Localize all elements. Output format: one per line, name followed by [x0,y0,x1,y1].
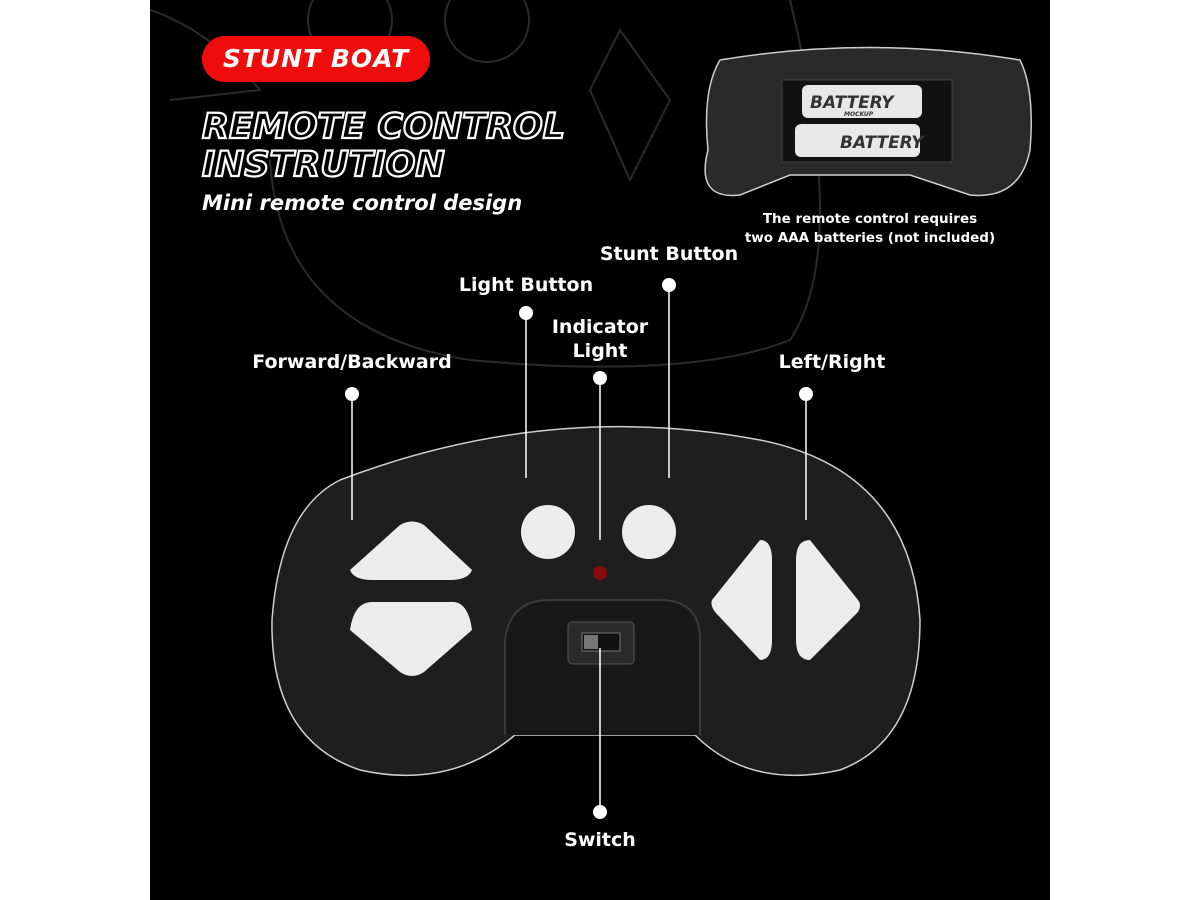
battery-note: The remote control requires two AAA batt… [720,210,1020,248]
switch-recess [504,599,701,735]
product-infographic: BATTERY MOCKUP BATTERY STUNT BOAT REMOTE… [150,0,1050,900]
label-switch: Switch [564,829,636,851]
backward-button[interactable] [350,601,472,676]
battery-icon [795,124,920,157]
battery-icon [802,85,922,118]
forward-button[interactable] [350,521,472,581]
title-line-2: INSTRUTION [201,145,446,185]
remote-illustration: BATTERY MOCKUP BATTERY [150,0,1032,819]
battery-note-line-1: The remote control requires [762,211,978,227]
title-line-1: REMOTE CONTROL [201,107,566,147]
battery-sub-label: MOCKUP [844,111,874,118]
label-indicator-line-2: Light [572,340,628,362]
label-light-button: Light Button [458,274,594,296]
battery-label: BATTERY [840,133,925,153]
label-stunt-button: Stunt Button [599,243,739,265]
battery-compartment-view: BATTERY MOCKUP BATTERY [704,46,1032,197]
subtitle: Mini remote control design [202,191,523,215]
page-title: REMOTE CONTROL INSTRUTION [201,107,566,185]
left-button[interactable] [711,540,772,660]
indicator-light [593,566,607,580]
product-badge: STUNT BOAT [202,36,430,82]
right-button[interactable] [796,540,860,660]
label-left-right: Left/Right [778,351,886,373]
light-button[interactable] [521,505,575,559]
stunt-button[interactable] [622,505,676,559]
switch-knob [584,635,598,649]
battery-label: BATTERY [810,93,895,113]
label-indicator-light: Indicator Light [552,315,648,363]
battery-note-line-2: two AAA batteries (not included) [744,230,996,246]
leader-dots [345,278,813,819]
label-indicator-line-1: Indicator [551,316,649,338]
leader-lines [351,285,807,812]
label-forward-backward: Forward/Backward [252,351,452,373]
